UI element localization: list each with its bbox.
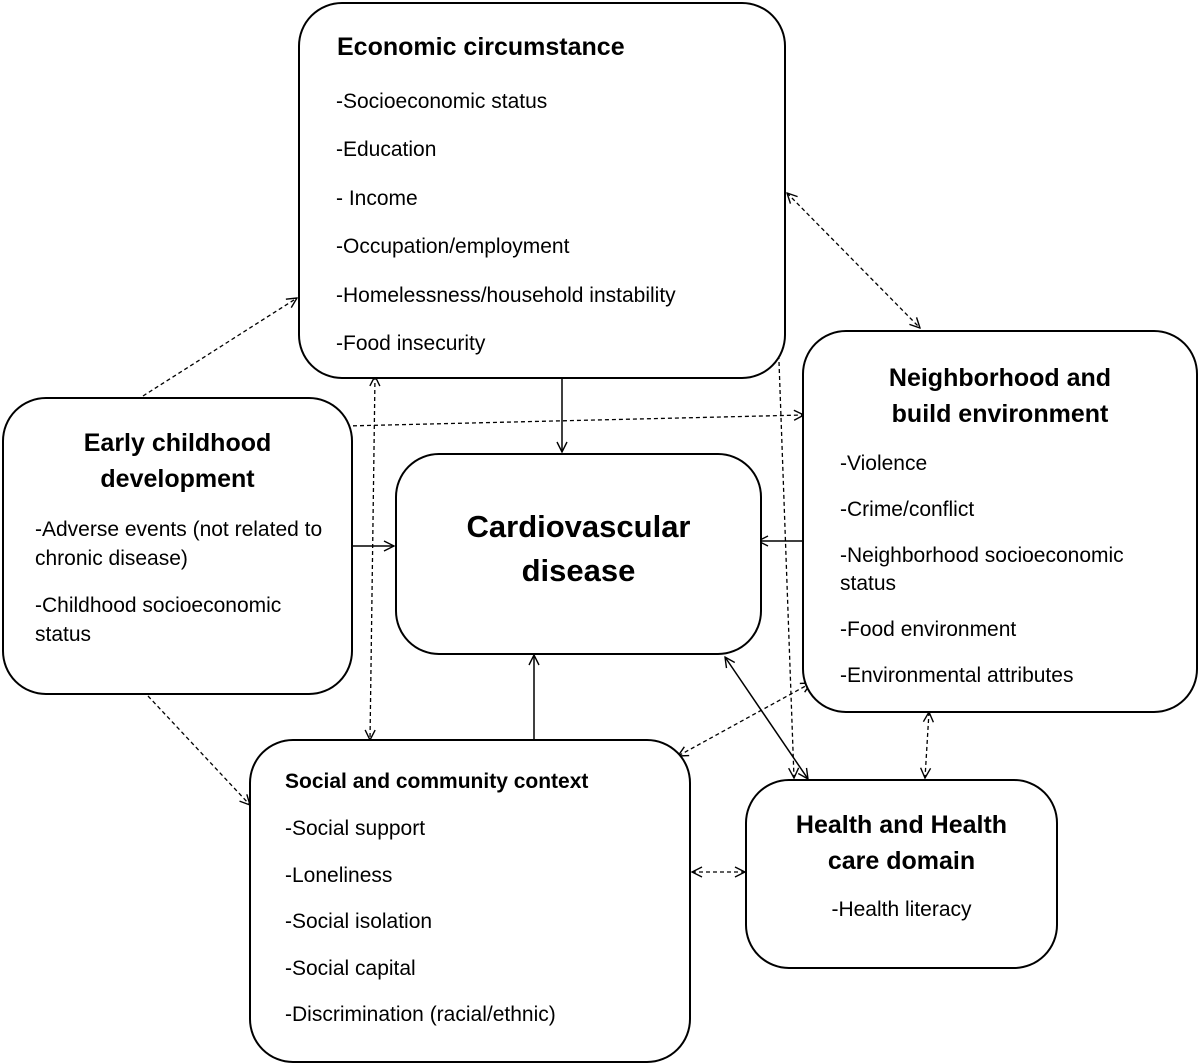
social-item: -Social support [285, 817, 426, 840]
neighborhood-title-line: Neighborhood and [888, 364, 1112, 392]
social-item: -Social isolation [285, 910, 433, 933]
early-title-line: Early childhood [83, 429, 272, 457]
cvd-title: Cardiovascular disease [397, 505, 760, 593]
social-title: Social and community context [285, 770, 589, 793]
arrow-economic-neighborhood-bidirectional [787, 193, 920, 328]
cvd-title-line: Cardiovascular [466, 509, 691, 544]
early-items: -Adverse events (not related to chronic … [35, 515, 335, 667]
arrow-early-to-economic [142, 298, 297, 397]
health-item: -Health literacy [831, 898, 972, 921]
neighborhood-environment-box: Neighborhood and build environment -Viol… [802, 330, 1198, 713]
economic-item: -Education [336, 138, 437, 162]
social-community-box: Social and community context -Social sup… [249, 739, 691, 1063]
early-item: -Childhood socioeconomic status [35, 594, 282, 646]
economic-title: Economic circumstance [337, 33, 625, 61]
arrow-early-to-social [147, 695, 250, 805]
social-items: -Social support -Loneliness -Social isol… [285, 815, 556, 1048]
economic-circumstance-box: Economic circumstance -Socioeconomic sta… [298, 2, 786, 379]
arrow-neighborhood-social-bidirectional [678, 683, 811, 756]
arrow-neighborhood-health-bidirectional [925, 712, 929, 778]
health-title-line: Health and Health [795, 811, 1008, 839]
cvd-title-line: disease [521, 553, 636, 588]
economic-item: -Socioeconomic status [336, 90, 548, 113]
health-title-line: care domain [827, 847, 976, 875]
neighborhood-item: -Violence [840, 452, 928, 475]
economic-item: -Occupation/employment [336, 235, 570, 259]
early-item: -Adverse events (not related to chronic … [35, 518, 323, 570]
neighborhood-title: Neighborhood and build environment [804, 360, 1196, 432]
health-title: Health and Health care domain [747, 807, 1056, 879]
economic-item: - Income [336, 186, 418, 210]
health-items: -Health literacy [747, 896, 1056, 924]
economic-item: -Food insecurity [336, 331, 486, 355]
neighborhood-item: -Neighborhood socioeconomic status [840, 544, 1124, 595]
health-care-box: Health and Health care domain -Health li… [745, 779, 1058, 969]
neighborhood-item: -Crime/conflict [840, 498, 975, 521]
neighborhood-item: -Environmental attributes [840, 664, 1074, 687]
early-title: Early childhood development [4, 425, 351, 497]
social-item: -Loneliness [285, 863, 393, 887]
arrow-health-cvd-bidirectional [725, 657, 808, 779]
cardiovascular-disease-box: Cardiovascular disease [395, 453, 762, 655]
arrow-economic-social-bidirectional [370, 376, 375, 740]
economic-item: -Homelessness/household instability [336, 283, 676, 307]
social-item: -Social capital [285, 956, 416, 980]
early-title-line: development [100, 465, 255, 493]
arrow-early-to-neighborhood [345, 415, 804, 427]
early-childhood-box: Early childhood development -Adverse eve… [2, 397, 353, 695]
arrow-economic-to-health [777, 333, 794, 778]
economic-items: -Socioeconomic status -Education - Incom… [336, 88, 676, 378]
neighborhood-title-line: build environment [891, 400, 1109, 428]
social-item: -Discrimination (racial/ethnic) [285, 1003, 556, 1026]
neighborhood-items: -Violence -Crime/conflict -Neighborhood … [840, 450, 1180, 708]
neighborhood-item: -Food environment [840, 618, 1017, 641]
